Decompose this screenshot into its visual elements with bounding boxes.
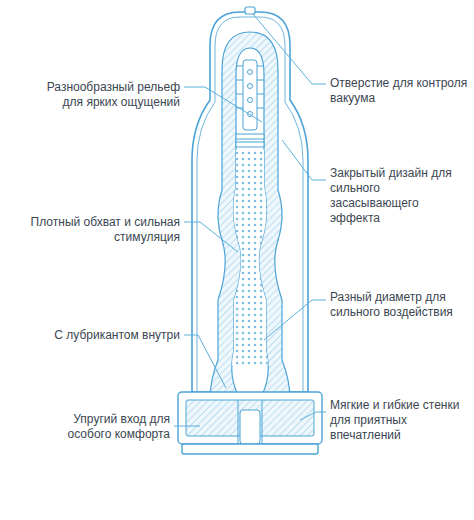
callout-label: Плотный обхват и сильная стимуляция [12, 215, 180, 245]
callout-label: Упругий вход для особого комфорта [35, 412, 170, 442]
callout-label: Разнообразный рельеф для ярких ощущений [30, 80, 180, 110]
callout-label: Мягкие и гибкие стенки для приятных впеч… [330, 398, 468, 443]
callout-label: Закрытый дизайн для сильного засасывающе… [330, 166, 468, 226]
callout-label: Отверстие для контроля вакуума [330, 76, 468, 106]
relief-ridges [236, 60, 264, 147]
callout-label: Разный диаметр для сильного воздействия [330, 290, 468, 320]
callout-label: С лубрикантом внутри [12, 328, 180, 343]
inner-sleeve [210, 32, 290, 430]
leader-lines [174, 14, 326, 426]
base-ring [178, 392, 322, 454]
